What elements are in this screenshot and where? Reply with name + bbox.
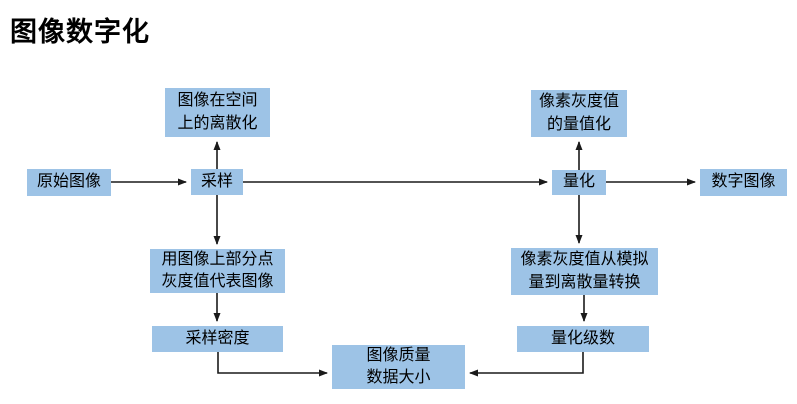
node-quantization-levels-label: 量化级数 xyxy=(550,329,615,347)
node-sampling: 采样 xyxy=(191,169,243,195)
node-spatial-discretization: 图像在空间 上的离散化 xyxy=(165,88,270,137)
node-sampling-density: 采样密度 xyxy=(152,326,283,352)
edge-levels-to-quality xyxy=(469,352,584,377)
node-quality-and-size-label: 图像质量 数据大小 xyxy=(366,346,431,386)
node-digital-image: 数字图像 xyxy=(700,169,787,196)
node-quantization: 量化 xyxy=(552,170,606,195)
node-analog-to-discrete: 像素灰度值从模拟 量到离散量转换 xyxy=(511,248,658,295)
page-title: 图像数字化 xyxy=(10,17,150,47)
node-original-image-label: 原始图像 xyxy=(36,173,101,191)
node-quantization-label: 量化 xyxy=(562,173,595,191)
node-quality-and-size: 图像质量 数据大小 xyxy=(332,345,465,389)
node-sampling-label: 采样 xyxy=(200,172,233,190)
node-sampling-density-label: 采样密度 xyxy=(185,329,250,347)
node-digital-image-label: 数字图像 xyxy=(711,173,776,191)
node-quantization-levels: 量化级数 xyxy=(517,326,649,352)
node-original-image: 原始图像 xyxy=(27,169,111,196)
node-spatial-discretization-label: 图像在空间 上的离散化 xyxy=(177,92,258,132)
node-partial-points: 用图像上部分点 灰度值代表图像 xyxy=(150,249,285,293)
node-analog-to-discrete-label: 像素灰度值从模拟 量到离散量转换 xyxy=(520,251,649,291)
node-gray-value-quantization: 像素灰度值 的量值化 xyxy=(531,90,627,137)
node-gray-value-quantization-label: 像素灰度值 的量值化 xyxy=(538,93,619,133)
node-partial-points-label: 用图像上部分点 灰度值代表图像 xyxy=(161,250,274,290)
edge-density-to-quality xyxy=(217,352,328,377)
